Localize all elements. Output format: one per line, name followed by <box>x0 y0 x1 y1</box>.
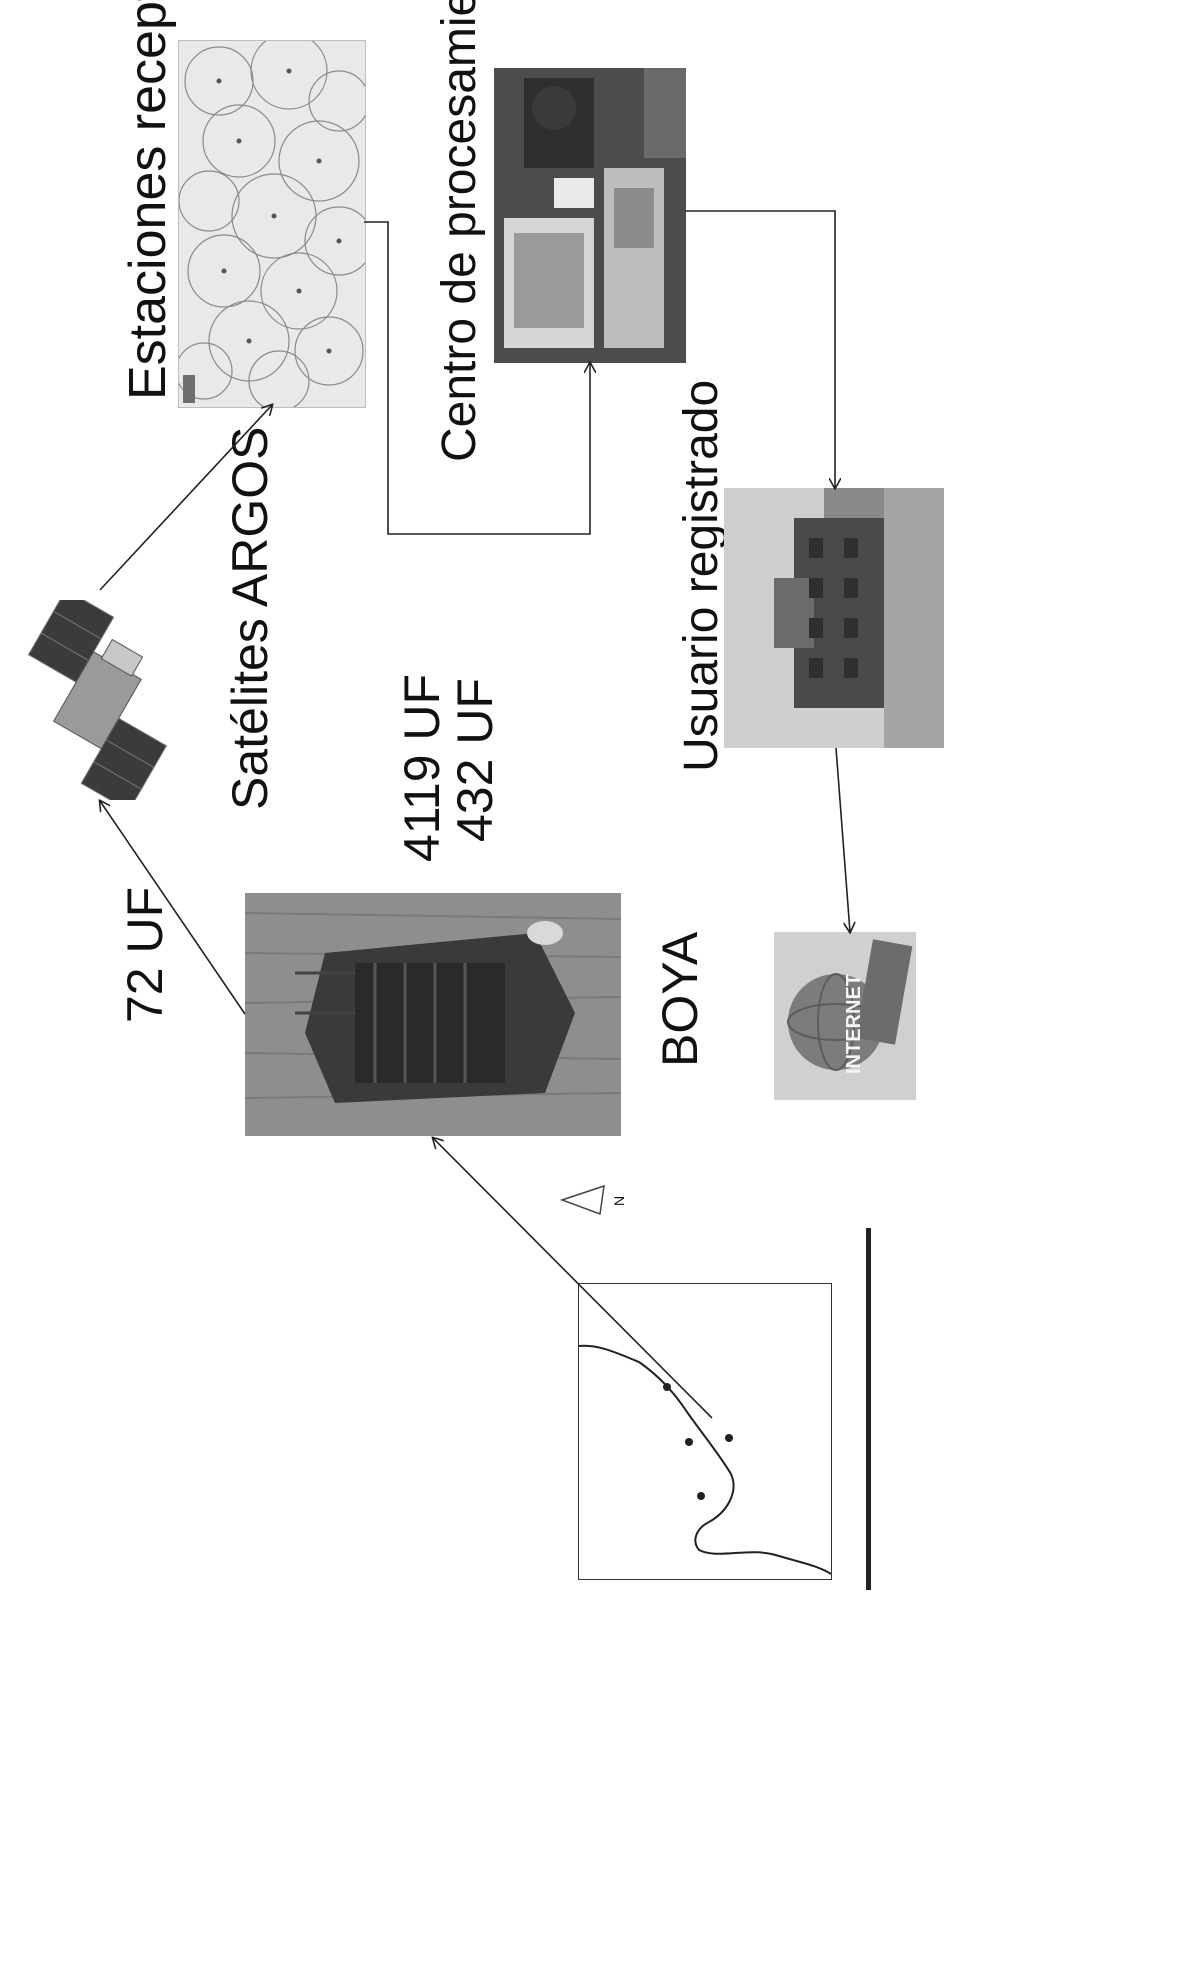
buoy-to-satellite-arrow <box>100 801 245 1014</box>
processing-to-user-arrow <box>686 211 835 488</box>
user-to-internet-arrow <box>836 748 850 932</box>
map-to-buoy-arrow <box>433 1138 712 1418</box>
stations-to-processing-arrow <box>364 222 590 534</box>
satellite-to-stations-arrow <box>100 405 272 590</box>
